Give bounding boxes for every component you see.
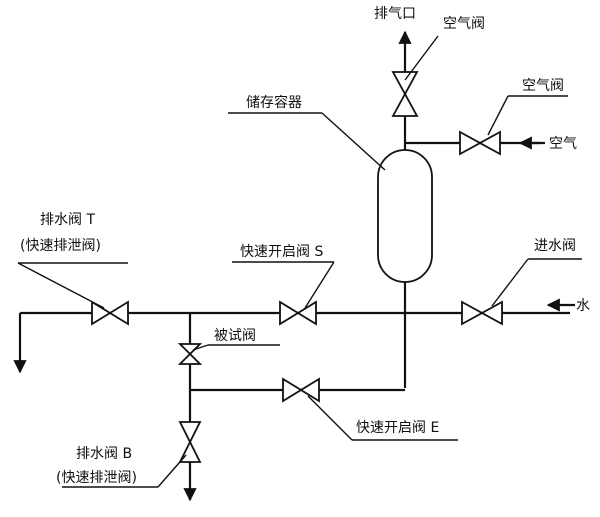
- water-label: 水: [576, 298, 590, 314]
- drain-valve-b-sublabel: (快速排泄阀): [56, 470, 137, 486]
- air-valve: [459, 130, 501, 156]
- inlet-valve-label: 进水阀: [534, 238, 576, 254]
- inlet-valve: [461, 300, 503, 326]
- leader-valve-s: [304, 261, 335, 309]
- drain-valve-b: [178, 421, 202, 463]
- leader-tested: [192, 344, 209, 351]
- drain-valve-t-sublabel: (快速排泄阀): [20, 238, 101, 254]
- tested-valve: [177, 343, 203, 365]
- leader-valve-e: [307, 395, 353, 441]
- leader-inlet: [491, 258, 529, 307]
- air-valve-top-label: 空气阀: [443, 16, 485, 32]
- air-label: 空气: [549, 136, 577, 152]
- vent-outlet-label: 排气口: [374, 6, 416, 22]
- vent-valve: [391, 71, 419, 117]
- fast-open-valve-e-label: 快速开启阀 E: [356, 420, 439, 436]
- leader-air-valve-top: [404, 35, 439, 81]
- fast-open-valve-e: [282, 377, 320, 403]
- tested-valve-label: 被试阀: [214, 328, 256, 344]
- storage-vessel: [377, 149, 433, 283]
- leader-drain-b: [157, 454, 187, 488]
- fast-open-valve-s-label: 快速开启阀 S: [240, 244, 323, 260]
- fast-open-valve-s: [279, 300, 317, 326]
- drain-valve-b-label: 排水阀 B: [76, 446, 132, 462]
- drain-valve-t: [91, 300, 129, 326]
- leader-drain-t: [17, 262, 105, 309]
- storage-vessel-label: 储存容器: [246, 94, 302, 111]
- drain-valve-t-label: 排水阀 T: [40, 212, 95, 228]
- leader-vessel: [321, 112, 386, 171]
- air-valve-right-label: 空气阀: [522, 78, 564, 94]
- leader-air-valve-right: [487, 95, 509, 136]
